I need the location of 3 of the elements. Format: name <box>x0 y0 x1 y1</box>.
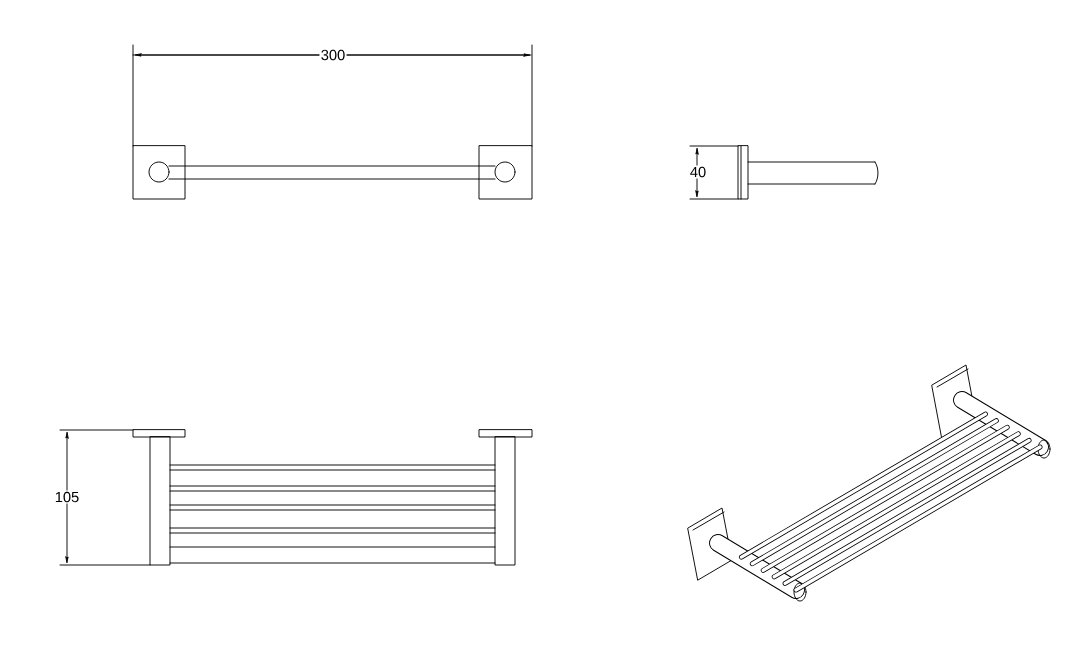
dimension-label: 300 <box>319 48 347 62</box>
dimension-label: 105 <box>53 490 81 504</box>
dimension-label: 40 <box>688 165 708 179</box>
